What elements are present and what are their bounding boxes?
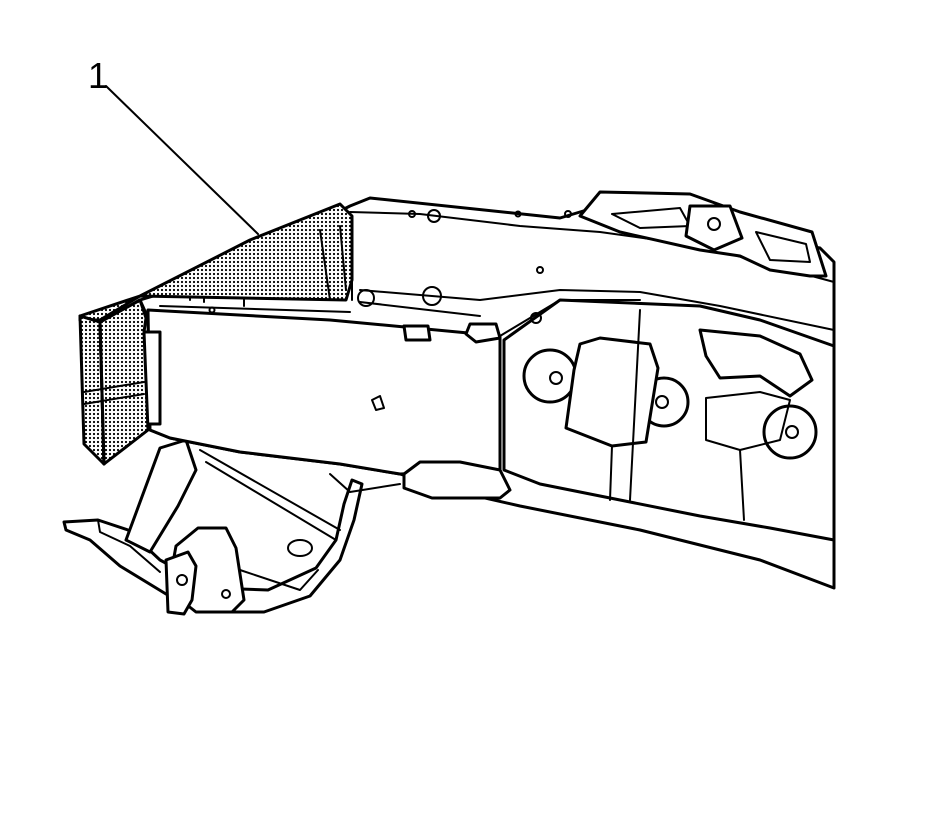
front-lower-crossmember [62,438,364,616]
front-frame-section [78,202,354,466]
callout-1: 1 [88,55,259,235]
callout-1-label: 1 [88,55,108,96]
callout-1-leader [105,85,259,235]
